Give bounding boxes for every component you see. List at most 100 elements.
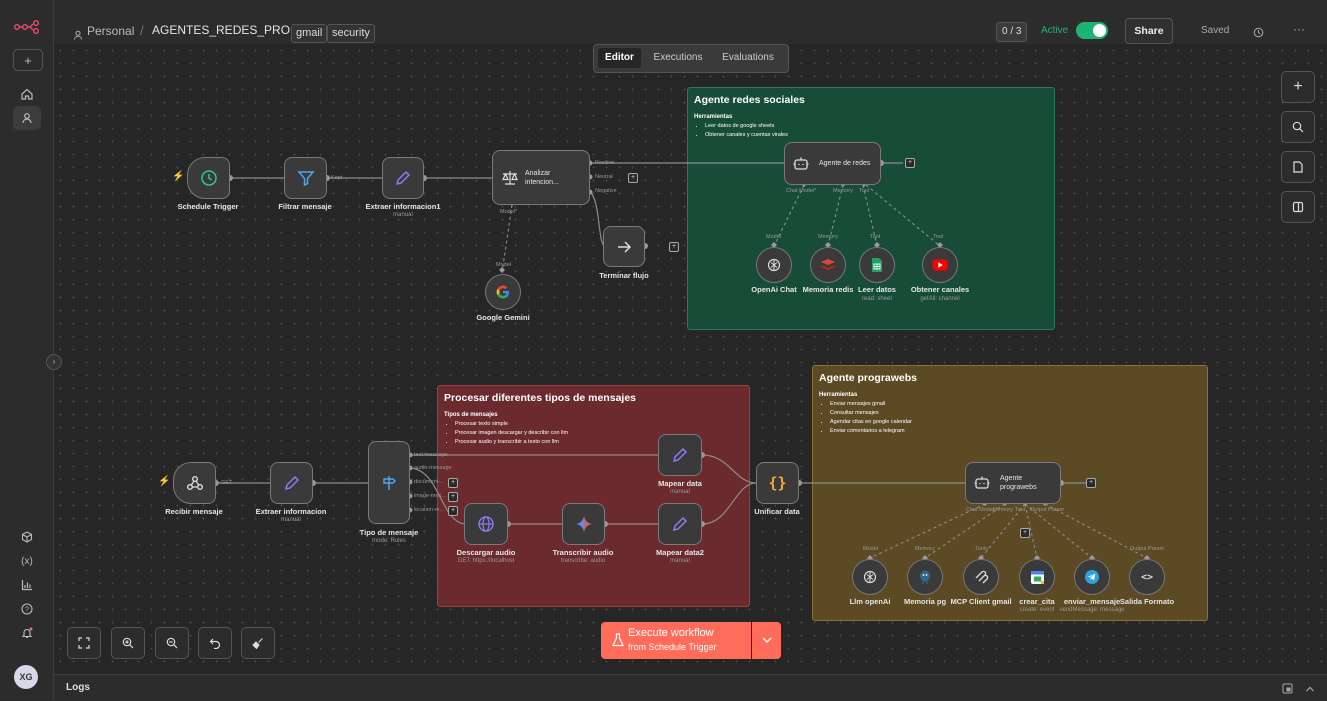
add-node-button[interactable]: + bbox=[448, 478, 458, 488]
fit-view-button[interactable] bbox=[67, 627, 101, 659]
list-item: Procesar audio y transcribir a texto con… bbox=[455, 439, 743, 445]
node-mapear-data[interactable] bbox=[658, 434, 702, 476]
help-icon[interactable]: ? bbox=[13, 597, 41, 621]
add-node-button[interactable]: + bbox=[669, 242, 679, 252]
sticky-social-list: Leer datos de google sheets Obtener cana… bbox=[694, 123, 1048, 138]
node-transcribir-audio[interactable] bbox=[562, 503, 605, 545]
node-sublabel: sendMessage: message bbox=[1059, 607, 1125, 613]
toggle-panel-button[interactable] bbox=[1281, 191, 1315, 223]
port-label: Output Parser bbox=[1130, 546, 1165, 552]
tag-security[interactable]: security bbox=[327, 24, 375, 43]
trigger-bolt-icon: ⚡ bbox=[172, 171, 185, 182]
tab-editor[interactable]: Editor bbox=[598, 48, 641, 68]
node-mcp-client[interactable] bbox=[963, 559, 999, 595]
insights-icon[interactable] bbox=[13, 573, 41, 597]
sticky-messages[interactable]: Procesar diferentes tipos de mensajes Ti… bbox=[437, 385, 750, 607]
node-sublabel: mode: Rules bbox=[372, 538, 406, 544]
tab-executions[interactable]: Executions bbox=[653, 52, 703, 63]
node-salida-formato[interactable]: <> bbox=[1129, 559, 1165, 595]
google-sheets-icon bbox=[872, 258, 882, 272]
avatar[interactable]: XG bbox=[14, 665, 38, 689]
node-recibir-mensaje[interactable] bbox=[173, 462, 216, 504]
node-label: Extraer informacion bbox=[255, 507, 327, 516]
add-node-button[interactable]: + bbox=[1086, 478, 1096, 488]
add-node-button[interactable]: + bbox=[905, 158, 915, 168]
active-toggle[interactable] bbox=[1076, 22, 1108, 39]
workflow-name[interactable]: AGENTES_REDES_PRO bbox=[152, 23, 291, 37]
node-label: Obtener canales bbox=[910, 285, 970, 294]
history-icon[interactable] bbox=[1253, 25, 1264, 43]
zoom-in-button[interactable] bbox=[111, 627, 145, 659]
output-label: Kept bbox=[331, 175, 343, 181]
node-openai-chat[interactable] bbox=[756, 247, 792, 283]
node-label: crear_cita bbox=[1019, 597, 1055, 606]
node-unificar-data[interactable]: {} bbox=[756, 462, 799, 504]
left-sidebar: + › (x) ? XG bbox=[0, 0, 62, 700]
popout-icon[interactable] bbox=[1282, 681, 1293, 699]
node-sublabel: manual bbox=[670, 489, 690, 495]
node-terminar-flujo[interactable] bbox=[603, 226, 645, 267]
node-schedule-trigger[interactable] bbox=[187, 157, 230, 199]
zoom-out-button[interactable] bbox=[155, 627, 189, 659]
note-icon bbox=[1293, 161, 1303, 173]
node-analizar-intencion[interactable]: Analizar intencion... bbox=[492, 150, 590, 205]
sticky-note-button[interactable] bbox=[1281, 151, 1315, 183]
node-sublabel: getAll: channel bbox=[920, 296, 960, 302]
templates-icon[interactable] bbox=[13, 525, 41, 549]
notifications-icon[interactable] bbox=[13, 621, 41, 645]
node-leer-datos[interactable] bbox=[859, 247, 895, 283]
search-button[interactable] bbox=[1281, 111, 1315, 143]
personal-icon[interactable] bbox=[13, 106, 41, 130]
logs-panel[interactable]: Logs bbox=[54, 674, 1327, 701]
tag-gmail[interactable]: gmail bbox=[291, 24, 328, 43]
node-memoria-pg[interactable] bbox=[907, 559, 943, 595]
tab-evaluations[interactable]: Evaluations bbox=[722, 52, 774, 63]
youtube-icon bbox=[932, 259, 948, 271]
variables-icon[interactable]: (x) bbox=[21, 555, 33, 567]
node-google-gemini[interactable] bbox=[485, 274, 521, 310]
node-crear-cita[interactable] bbox=[1019, 559, 1055, 595]
node-descargar-audio[interactable] bbox=[464, 503, 508, 545]
node-mapear-data2[interactable] bbox=[658, 503, 702, 545]
execute-options-button[interactable] bbox=[752, 622, 781, 659]
list-item: Agendar citas en google calendar bbox=[830, 419, 1201, 425]
more-options-icon[interactable]: ··· bbox=[1293, 22, 1305, 36]
add-node-button[interactable]: + bbox=[628, 173, 638, 183]
node-llm-openai[interactable] bbox=[852, 559, 888, 595]
node-filtrar-mensaje[interactable] bbox=[284, 157, 327, 199]
node-extraer-informacion[interactable] bbox=[270, 462, 313, 504]
chevron-up-icon[interactable] bbox=[1305, 681, 1315, 699]
collapse-sidebar-button[interactable]: › bbox=[46, 354, 62, 370]
add-tool-button[interactable]: + bbox=[1020, 528, 1030, 538]
breadcrumb-workspace[interactable]: Personal bbox=[87, 24, 135, 38]
undo-button[interactable] bbox=[198, 627, 232, 659]
add-node-button[interactable]: + bbox=[448, 506, 458, 516]
node-tipo-de-mensaje[interactable] bbox=[368, 441, 410, 524]
tidy-up-button[interactable] bbox=[241, 627, 275, 659]
node-agente-prograwebs[interactable]: Agente prograwebs bbox=[965, 462, 1061, 504]
port-label: Model* bbox=[500, 209, 518, 215]
add-button[interactable]: + bbox=[13, 49, 43, 71]
home-icon[interactable] bbox=[13, 82, 41, 106]
node-label: Recibir mensaje bbox=[165, 507, 223, 516]
node-extraer-informacion1[interactable] bbox=[382, 157, 424, 199]
n8n-logo[interactable] bbox=[14, 20, 40, 34]
fullscreen-icon bbox=[78, 637, 90, 649]
sticky-social[interactable]: Agente redes sociales Herramientas Leer … bbox=[687, 87, 1055, 330]
add-node-button[interactable]: + bbox=[448, 492, 458, 502]
node-label: Memoria pg bbox=[903, 597, 947, 606]
port-label: Memory bbox=[818, 234, 838, 240]
add-node-panel-button[interactable]: + bbox=[1281, 71, 1315, 103]
sticky-social-title: Agente redes sociales bbox=[694, 94, 805, 106]
node-agente-redes[interactable]: Agente de redes bbox=[784, 142, 881, 185]
share-button[interactable]: Share bbox=[1125, 18, 1173, 44]
node-obtener-canales[interactable] bbox=[922, 247, 958, 283]
list-item: Leer datos de google sheets bbox=[705, 123, 1048, 129]
execute-workflow-button[interactable]: Execute workflow from Schedule Trigger bbox=[601, 622, 751, 659]
pencil-icon bbox=[395, 170, 411, 186]
google-icon bbox=[496, 285, 509, 299]
node-enviar-mensaje[interactable] bbox=[1074, 559, 1110, 595]
broom-icon bbox=[252, 638, 263, 649]
output-label: text-message bbox=[414, 452, 448, 458]
node-memoria-redis[interactable] bbox=[810, 247, 846, 283]
